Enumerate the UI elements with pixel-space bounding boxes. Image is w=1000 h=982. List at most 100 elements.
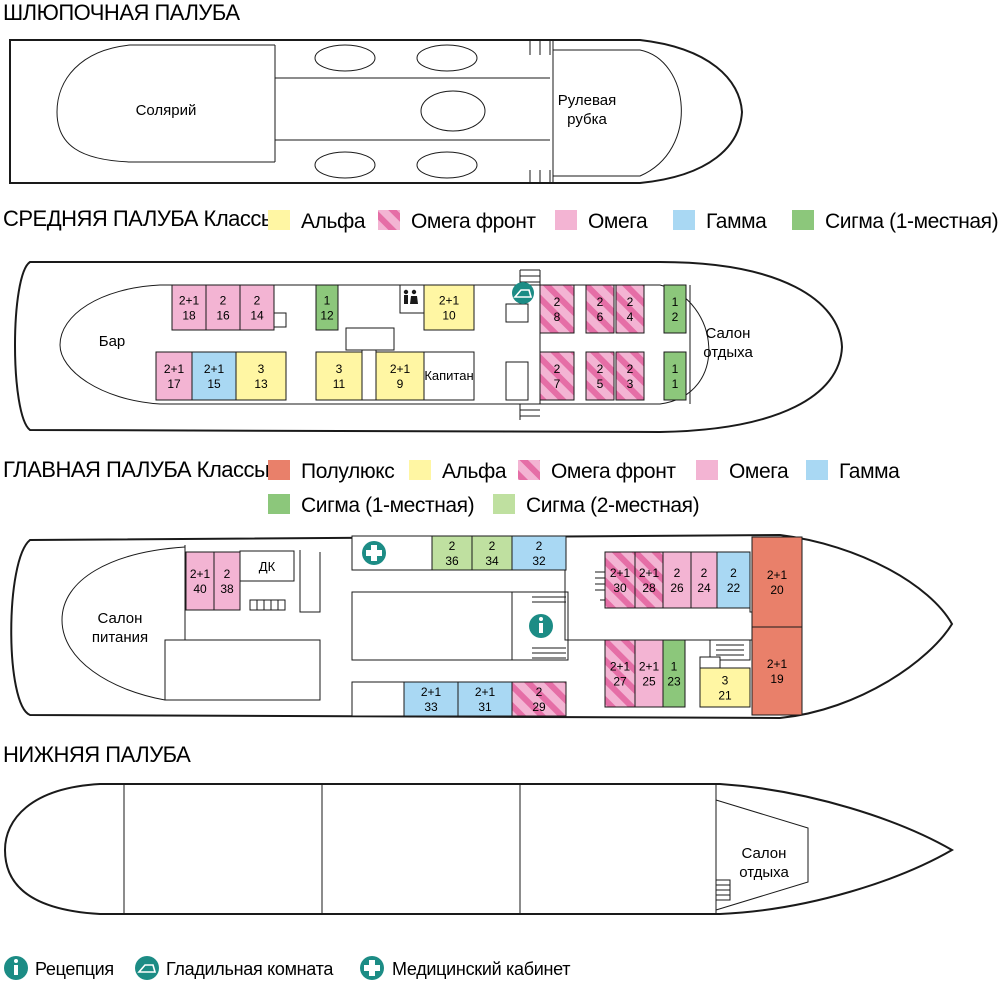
middle-cabin-6[interactable]: 26: [585, 284, 615, 334]
footer-reception: Рецепция: [35, 959, 114, 979]
cabin-box: [699, 667, 751, 708]
main-cabin-23[interactable]: 123: [662, 639, 686, 708]
cabin-capacity: 2: [224, 567, 231, 581]
main-cabin-26[interactable]: 226: [662, 551, 692, 609]
cabin-capacity: 1: [672, 362, 679, 376]
cabin-box: [663, 284, 687, 334]
lower-deck: Салон отдыха: [3, 783, 955, 915]
middle-cabin-8[interactable]: 28: [539, 284, 575, 334]
middle-cabin-13[interactable]: 313: [235, 351, 287, 401]
cabin-number: 33: [424, 700, 438, 714]
legend-swatch: [518, 460, 540, 480]
cabin-number: 6: [597, 310, 604, 324]
bar-label: Бар: [99, 333, 126, 350]
iron-icon: [135, 956, 159, 980]
cabin-number: 3: [627, 377, 634, 391]
middle-cabin-5[interactable]: 25: [585, 351, 615, 401]
cabin-number: 25: [642, 675, 656, 689]
middle-cabin-1[interactable]: 11: [663, 351, 687, 401]
main-cabin-38[interactable]: 238: [213, 551, 241, 611]
legend-label: Омега фронт: [411, 210, 536, 233]
legend-label: Гамма: [706, 210, 767, 233]
dk-label: ДК: [259, 559, 276, 574]
legend-swatch: [806, 460, 828, 480]
cabin-number: 38: [220, 582, 234, 596]
main-cabin-22[interactable]: 222: [716, 551, 751, 609]
main-cabin-24[interactable]: 224: [690, 551, 718, 609]
middle-cabin-18[interactable]: 2+118: [171, 284, 207, 331]
main-cabin-20[interactable]: 2+120: [751, 536, 803, 628]
main-cabin-21[interactable]: 321: [699, 667, 751, 708]
cabin-capacity: 2: [449, 539, 456, 553]
middle-cabin-17[interactable]: 2+117: [155, 351, 193, 401]
cabin-box: [457, 681, 513, 717]
main-cabin-36[interactable]: 236: [431, 535, 473, 571]
cabin-capacity: 2+1: [179, 294, 200, 308]
cabin-number: 18: [182, 309, 196, 323]
middle-cabin-12[interactable]: 112: [315, 284, 339, 331]
legend-label: Сигма (1-местная): [825, 210, 998, 233]
legend-swatch: [673, 210, 695, 230]
middle-cabin-14[interactable]: 214: [239, 284, 275, 331]
legend-label: Омега: [729, 460, 789, 483]
middle-legend-omega: Омега: [555, 210, 648, 233]
cabin-box: [663, 351, 687, 401]
cabin-capacity: 2: [627, 362, 634, 376]
main-legend-alpha: Альфа: [409, 460, 507, 483]
legend-label: Гамма: [839, 460, 900, 483]
lower-salon-label-2: отдыха: [739, 864, 789, 881]
cabin-capacity: 2: [489, 539, 496, 553]
cabin-number: 28: [642, 581, 656, 595]
cabin-number: 1: [672, 377, 679, 391]
middle-cabin-16[interactable]: 216: [205, 284, 241, 331]
main-cabin-40[interactable]: 2+140: [185, 551, 215, 611]
cabin-capacity: 2+1: [204, 362, 225, 376]
cabin-box: [615, 351, 645, 401]
wheelhouse-label-2: рубка: [567, 111, 607, 128]
cabin-number: 21: [718, 689, 732, 703]
middle-cabin-9[interactable]: 2+19: [375, 351, 425, 401]
middle-cabin-10[interactable]: 2+110: [423, 284, 475, 331]
middle-cabin-2[interactable]: 12: [663, 284, 687, 334]
middle-cabin-15[interactable]: 2+115: [191, 351, 237, 401]
main-cabin-28[interactable]: 2+128: [634, 551, 664, 609]
middle-cabin-7[interactable]: 27: [539, 351, 575, 401]
main-cabin-30[interactable]: 2+130: [604, 551, 636, 609]
middle-deck: Бар Салон отдыха Капитан 2+1182162141122…: [14, 261, 844, 434]
middle-cabin-3[interactable]: 23: [615, 351, 645, 401]
cabin-number: 13: [254, 377, 268, 391]
main-cabin-19[interactable]: 2+119: [751, 626, 803, 716]
middle-cabin-11[interactable]: 311: [315, 351, 363, 401]
cabin-number: 12: [320, 309, 334, 323]
cabin-capacity: 2: [701, 566, 708, 580]
cabin-box: [239, 284, 275, 331]
cabin-number: 40: [193, 582, 207, 596]
main-deck: Салон питания ДК 2+1402382362342322+1302…: [10, 533, 954, 720]
main-cabin-32[interactable]: 232: [511, 535, 567, 571]
info-icon: [529, 614, 553, 638]
legend-swatch: [378, 210, 400, 230]
main-cabin-33[interactable]: 2+133: [403, 681, 459, 717]
cabin-number: 23: [667, 675, 681, 689]
main-cabin-31[interactable]: 2+131: [457, 681, 513, 717]
cabin-capacity: 1: [672, 295, 679, 309]
cabin-capacity: 2+1: [767, 657, 788, 671]
main-cabin-25[interactable]: 2+125: [634, 639, 664, 708]
main-cabin-27[interactable]: 2+127: [604, 639, 636, 708]
middle-legend-omega_front: Омега фронт: [378, 210, 537, 233]
cabin-capacity: 2: [730, 566, 737, 580]
cabin-box: [615, 284, 645, 334]
info-icon: [4, 956, 28, 980]
cabin-capacity: 2+1: [767, 568, 788, 582]
lower-salon-label-1: Салон: [742, 845, 787, 862]
wheelhouse-label-1: Рулевая: [558, 92, 617, 109]
main-cabin-34[interactable]: 234: [471, 535, 513, 571]
cabin-capacity: 2: [536, 539, 543, 553]
main-cabin-29[interactable]: 229: [511, 681, 567, 717]
cabin-capacity: 1: [671, 660, 678, 674]
cabin-number: 27: [613, 675, 627, 689]
cabin-number: 17: [167, 377, 181, 391]
solarium-label: Солярий: [136, 102, 197, 119]
middle-cabin-4[interactable]: 24: [615, 284, 645, 334]
